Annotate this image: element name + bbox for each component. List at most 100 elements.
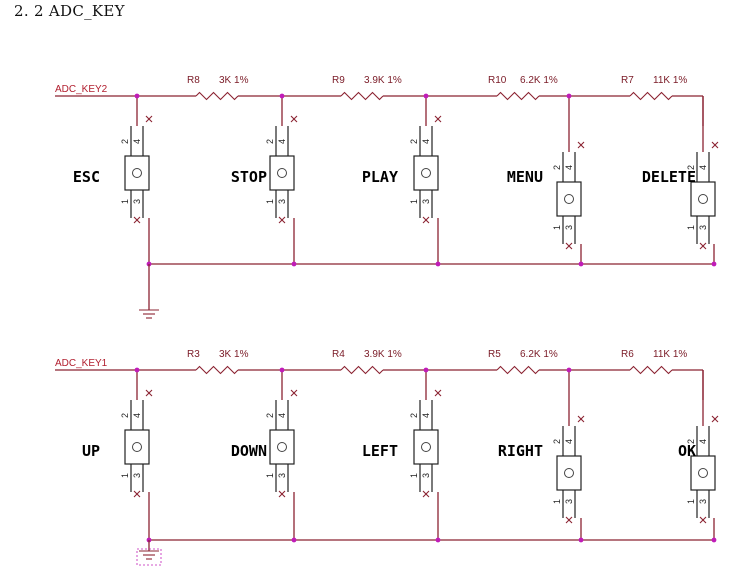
pin-number: 1 (265, 473, 275, 478)
junction-dot (423, 367, 429, 373)
resistor-ref: R5 (488, 349, 501, 360)
pin-number: 1 (120, 473, 130, 478)
resistor-value: 3.9K 1% (364, 349, 402, 360)
key-label: DELETE (642, 168, 696, 186)
no-connect-mark (565, 516, 573, 524)
resistor-r7: R7 11K 1% (621, 75, 687, 101)
net-label: ADC_KEY1 (55, 358, 108, 369)
pin-number: 3 (277, 473, 287, 478)
junction-dot (578, 261, 584, 267)
key-label: ESC (73, 168, 100, 186)
no-connect-mark (422, 490, 430, 498)
resistor-value: 3K 1% (219, 349, 249, 360)
resistor-zigzag (340, 91, 384, 101)
junction-dot (134, 93, 140, 99)
resistor-ref: R7 (621, 75, 634, 86)
pin-number: 1 (409, 473, 419, 478)
junction-dot (435, 261, 441, 267)
pin-number: 4 (277, 139, 287, 144)
pin-number: 4 (564, 165, 574, 170)
no-connect-mark (145, 389, 153, 397)
junction-dot (291, 261, 297, 267)
resistor-value: 6.2K 1% (520, 349, 558, 360)
resistor-r3: R3 3K 1% (187, 349, 249, 375)
pin-number: 3 (564, 225, 574, 230)
pin-number: 2 (409, 139, 419, 144)
pin-number: 4 (421, 413, 431, 418)
pin-number: 1 (409, 199, 419, 204)
switch-body (413, 155, 439, 191)
pin-number: 2 (265, 413, 275, 418)
pin-number: 3 (698, 225, 708, 230)
no-connect-mark (133, 216, 141, 224)
page-title: 2. 2 ADC_KEY (14, 2, 125, 20)
pin-number: 4 (132, 139, 142, 144)
switch-body (269, 429, 295, 465)
no-connect-mark (290, 389, 298, 397)
junction-dot (435, 537, 441, 543)
switch-actuator (421, 168, 431, 178)
junction-dot (134, 367, 140, 373)
switch-body (413, 429, 439, 465)
pin-number: 3 (132, 473, 142, 478)
switch-body (124, 155, 150, 191)
key-label: PLAY (362, 168, 398, 186)
no-connect-mark (290, 115, 298, 123)
ground-symbol (136, 548, 162, 566)
key-label: STOP (231, 168, 267, 186)
ground-symbol (139, 309, 159, 319)
pin-number: 2 (120, 139, 130, 144)
junction-dot (291, 537, 297, 543)
no-connect-mark (145, 115, 153, 123)
junction-dot (566, 367, 572, 373)
switch-body (556, 181, 582, 217)
switch-actuator (132, 442, 142, 452)
resistor-zigzag (629, 91, 673, 101)
ground-highlight (136, 548, 162, 566)
pin-number: 3 (421, 199, 431, 204)
pin-number: 3 (564, 499, 574, 504)
resistor-value: 11K 1% (653, 75, 687, 86)
switch-actuator (564, 194, 574, 204)
pin-number: 3 (698, 499, 708, 504)
junction-dot (578, 537, 584, 543)
resistor-zigzag (195, 91, 239, 101)
no-connect-mark (577, 141, 585, 149)
resistor-ref: R3 (187, 349, 200, 360)
resistor-ref: R10 (488, 75, 507, 86)
key-label: MENU (507, 168, 543, 186)
pin-number: 2 (120, 413, 130, 418)
pin-number: 4 (564, 439, 574, 444)
net-label: ADC_KEY2 (55, 84, 108, 95)
no-connect-mark (422, 216, 430, 224)
resistor-value: 3.9K 1% (364, 75, 402, 86)
pin-number: 2 (409, 413, 419, 418)
pin-number: 1 (552, 499, 562, 504)
resistor-zigzag (340, 365, 384, 375)
junction-dot (566, 93, 572, 99)
pin-number: 4 (698, 165, 708, 170)
key-label: UP (82, 442, 100, 460)
pin-number: 4 (277, 413, 287, 418)
switch-actuator (698, 468, 708, 478)
pin-number: 1 (120, 199, 130, 204)
pin-number: 4 (132, 413, 142, 418)
no-connect-mark (711, 141, 719, 149)
no-connect-mark (434, 115, 442, 123)
no-connect-mark (434, 389, 442, 397)
switch-actuator (698, 194, 708, 204)
junction-dot (279, 367, 285, 373)
pin-number: 2 (686, 165, 696, 170)
pin-number: 1 (686, 225, 696, 230)
no-connect-mark (577, 415, 585, 423)
no-connect-mark (278, 216, 286, 224)
